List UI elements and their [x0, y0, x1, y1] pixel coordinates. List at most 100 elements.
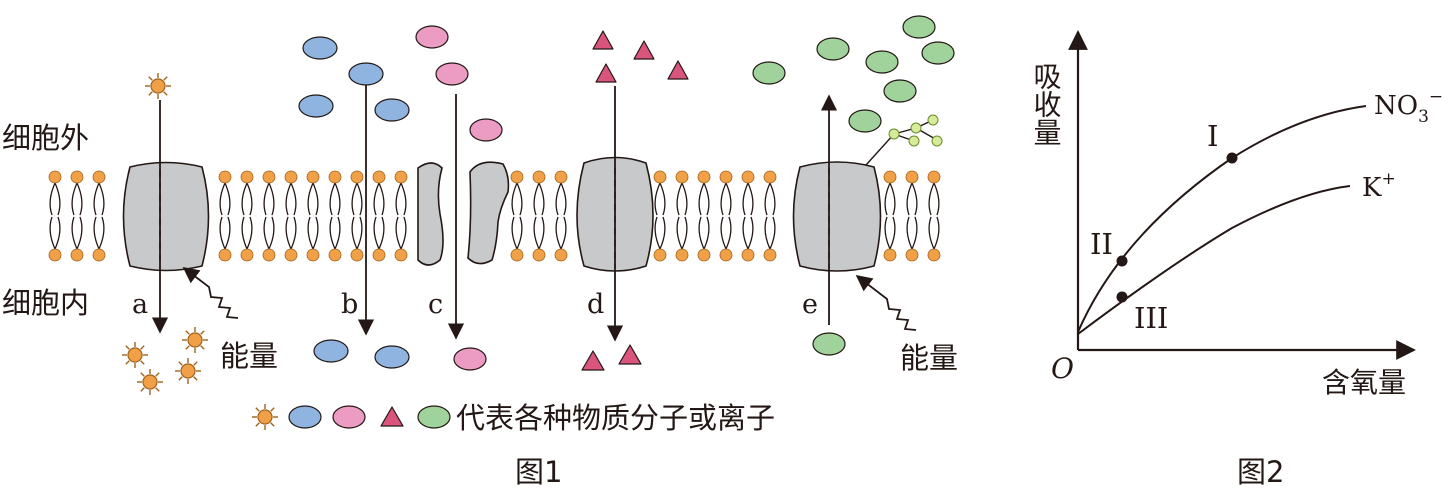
lipid-head: [92, 248, 106, 262]
lipid-tails: [285, 182, 297, 250]
receptor-chain: [865, 114, 943, 166]
path-label-b: b: [341, 289, 358, 320]
lipid-head: [741, 170, 755, 184]
lipid-tails: [307, 182, 319, 250]
legend-blue-icon: [288, 405, 322, 429]
lipid-head: [675, 170, 689, 184]
lipid-head: [240, 248, 254, 262]
lipid-head: [510, 248, 524, 262]
lipid-tails: [906, 182, 918, 250]
lipid-head: [350, 170, 364, 184]
energy-label-a: 能量: [220, 339, 278, 373]
green-molecules: [752, 15, 955, 356]
series-label-no3-sup: −: [1429, 87, 1443, 107]
lipid-head: [532, 170, 546, 184]
lipid-head: [48, 170, 62, 184]
lipid-head: [554, 248, 568, 262]
legend-text: 代表各种物质分子或离子: [456, 401, 775, 435]
series-label-no3: NO3−: [1374, 87, 1443, 127]
green-molecule: [921, 41, 955, 65]
point-label-III: III: [1134, 301, 1168, 335]
series-label-no3-base: NO: [1374, 91, 1418, 121]
lipid-head: [675, 248, 689, 262]
energy-arrow-e: [855, 275, 917, 331]
series-curve-no3: [1077, 105, 1367, 333]
origin-label: O: [1051, 352, 1074, 385]
lipid-head: [719, 248, 733, 262]
lipid-tails: [219, 182, 231, 250]
legend-green-icon: [417, 405, 451, 429]
pink-molecule: [415, 25, 449, 49]
lipid-head: [218, 248, 232, 262]
green-molecule: [848, 109, 882, 133]
lipid-head: [372, 170, 386, 184]
lipid-head: [262, 248, 276, 262]
green-molecule: [865, 50, 899, 74]
green-molecule: [902, 15, 936, 39]
lipid-tails: [698, 182, 710, 250]
lipid-tails: [329, 182, 341, 250]
series-label-k-base: K: [1362, 173, 1382, 203]
outside-label: 细胞外: [2, 121, 89, 155]
pink-molecule: [469, 118, 503, 142]
orange-molecule-inside-4: [174, 357, 202, 385]
red-triangle-molecule: [667, 60, 689, 80]
lipid-tails: [884, 182, 896, 250]
red-triangle-molecule: [581, 350, 605, 371]
lipid-tails: [49, 182, 61, 250]
blue-molecule: [374, 98, 410, 122]
lipid-tails: [71, 182, 83, 250]
lipid-tails: [676, 182, 688, 250]
point-marker-II: [1116, 255, 1128, 267]
lipid-head: [328, 170, 342, 184]
path-label-c: c: [428, 289, 443, 320]
lipid-tails: [93, 182, 105, 250]
green-molecule: [752, 61, 786, 85]
lipid-head: [554, 170, 568, 184]
lipid-tails: [928, 182, 940, 250]
red-triangle-molecule: [633, 40, 655, 60]
lipid-head: [532, 248, 546, 262]
lipid-head: [240, 170, 254, 184]
figure-1: 细胞外 细胞内 a b c d e 能量 能量 代表各种物质分子或离子 图1: [2, 15, 958, 489]
lipid-head: [350, 248, 364, 262]
lipid-head: [653, 248, 667, 262]
blue-molecule: [348, 62, 384, 86]
lipid-head: [284, 248, 298, 262]
figure-1-caption: 图1: [515, 455, 562, 489]
lipid-head: [394, 170, 408, 184]
orange-molecule-inside-2: [181, 326, 209, 354]
pink-molecules: [415, 25, 503, 371]
lipid-tails: [373, 182, 385, 250]
path-label-a: a: [132, 289, 148, 320]
channel-protein-c-right: [467, 161, 510, 265]
orange-molecule-inside-3: [136, 368, 164, 396]
lipid-head: [719, 170, 733, 184]
lipid-head: [927, 248, 941, 262]
figure-2: 吸收量 含氧量 O I II III NO3− K+ 图2: [1030, 30, 1443, 489]
green-molecule: [883, 79, 917, 103]
blue-molecule: [298, 94, 334, 118]
lipid-head: [306, 170, 320, 184]
lipid-head: [905, 170, 919, 184]
lipid-head: [394, 248, 408, 262]
red-triangles: [581, 30, 689, 371]
legend-pink-icon: [332, 405, 366, 429]
orange-molecule-outside: [144, 72, 172, 100]
red-triangle-molecule: [618, 344, 642, 365]
lipid-head: [218, 170, 232, 184]
point-marker-III: [1116, 291, 1128, 303]
blue-molecule: [302, 36, 338, 60]
figure-2-caption: 图2: [1237, 455, 1284, 489]
carrier-protein-a: [122, 161, 210, 272]
lipid-tails: [533, 182, 545, 250]
lipid-tails: [654, 182, 666, 250]
red-triangle-molecule: [592, 30, 614, 50]
lipid-head: [883, 170, 897, 184]
y-axis-label: 吸收量: [1030, 62, 1063, 146]
x-axis-label: 含氧量: [1322, 366, 1406, 399]
lipid-tails: [742, 182, 754, 250]
series-label-k: K+: [1362, 169, 1396, 203]
path-label-d: d: [587, 289, 604, 320]
